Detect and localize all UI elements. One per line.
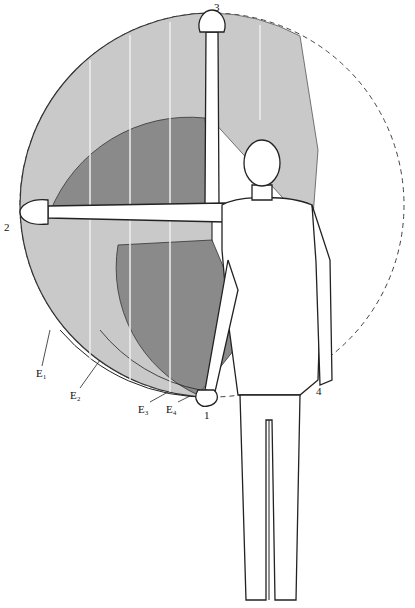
callout-number: 3 bbox=[214, 2, 220, 13]
callout-number: 1 bbox=[204, 410, 210, 421]
envelope-label: E₄ bbox=[166, 404, 177, 415]
envelope-label: E₃ bbox=[138, 404, 149, 415]
envelope-label: E₁ bbox=[36, 368, 47, 379]
callout-number: 4 bbox=[316, 386, 322, 397]
envelope-label: E₂ bbox=[70, 390, 81, 401]
callout-number: 2 bbox=[4, 222, 10, 233]
